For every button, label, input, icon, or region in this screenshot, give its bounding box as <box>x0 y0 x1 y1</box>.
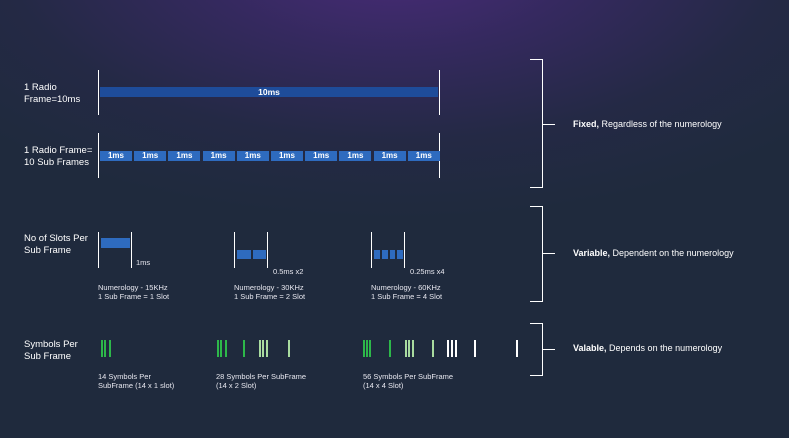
slot-block <box>374 250 380 259</box>
valable-description: Valable, Depends on the numerology <box>573 343 722 354</box>
radio-frame-tick-left <box>98 70 99 115</box>
slot-tick-right <box>267 232 268 268</box>
symbol-mark <box>101 340 103 357</box>
variable-bold: Variable, <box>573 248 611 258</box>
row-label-symbols: Symbols Per Sub Frame <box>24 339 78 362</box>
row-label-slots: No of Slots Per Sub Frame <box>24 233 88 256</box>
sub-frame-box: 1ms <box>168 151 201 161</box>
numerology-label: Numerology - 60KHz <box>371 283 441 292</box>
symbols-count-label: 28 Symbols Per SubFrame <box>216 372 307 381</box>
slot-tick-left <box>234 232 235 268</box>
symbol-mark <box>225 340 227 357</box>
symbol-mark <box>408 340 410 357</box>
row-label-radio-frame: 1 Radio Frame=10ms <box>24 82 81 105</box>
symbol-mark <box>432 340 434 357</box>
sub-frame-box: 1ms <box>134 151 167 161</box>
symbol-mark <box>259 340 261 357</box>
row-label-sub-frames: 1 Radio Frame= 10 Sub Frames <box>24 145 93 168</box>
symbol-mark <box>405 340 407 357</box>
slot-duration-label: 1ms <box>136 258 151 267</box>
slot-block <box>389 250 396 259</box>
radio-frame-tick-right <box>439 70 440 115</box>
sub-frame-box: 1ms <box>202 151 235 161</box>
sub-frame-tick-left <box>98 133 99 178</box>
slot-block <box>381 250 388 259</box>
symbol-mark <box>109 340 111 357</box>
slot-tick-left <box>98 232 99 268</box>
symbols-formula-label: SubFrame (14 x 1 slot) <box>98 381 175 390</box>
variable-description: Variable, Dependent on the numerology <box>573 248 734 259</box>
variable-rest: Dependent on the numerology <box>610 248 734 258</box>
slot-block <box>252 250 266 259</box>
slots-per-subframe-label: 1 Sub Frame = 4 Slot <box>371 292 443 301</box>
symbol-mark <box>455 340 457 357</box>
slot-tick-right <box>131 232 132 268</box>
numerology-label: Numerology - 30KHz <box>234 283 304 292</box>
symbols-count-label: 56 Symbols Per SubFrame <box>363 372 454 381</box>
symbol-mark <box>447 340 449 357</box>
symbol-mark <box>288 340 290 357</box>
fixed-rest: Regardless of the numerology <box>599 119 722 129</box>
slot-tick-right <box>404 232 405 268</box>
sub-frame-box: 1ms <box>271 151 303 161</box>
fixed-description: Fixed, Regardless of the numerology <box>573 119 722 130</box>
slots-per-subframe-label: 1 Sub Frame = 1 Slot <box>98 292 170 301</box>
sub-frame-box: 1ms <box>373 151 406 161</box>
symbols-count-label: 14 Symbols Per <box>98 372 151 381</box>
sub-frame-box: 1ms <box>407 151 440 161</box>
radio-frame-bar: 10ms <box>100 87 438 97</box>
slot-tick-left <box>371 232 372 268</box>
symbol-mark <box>516 340 518 357</box>
numerology-label: Numerology - 15KHz <box>98 283 168 292</box>
symbol-mark <box>220 340 222 357</box>
symbol-mark <box>104 340 106 357</box>
valable-bold: Valable, <box>573 343 607 353</box>
slots-per-subframe-label: 1 Sub Frame = 2 Slot <box>234 292 306 301</box>
slot-duration-label: 0.25ms x4 <box>410 267 445 276</box>
sub-frame-box: 1ms <box>100 151 132 161</box>
fixed-bold: Fixed, <box>573 119 600 129</box>
symbol-mark <box>217 340 219 357</box>
slot-block <box>101 238 130 248</box>
symbol-mark <box>266 340 268 357</box>
symbol-mark <box>451 340 453 357</box>
symbol-mark <box>369 340 371 357</box>
slot-block <box>397 250 403 259</box>
sub-frame-box: 1ms <box>305 151 338 161</box>
symbol-mark <box>412 340 414 357</box>
symbol-mark <box>389 340 391 357</box>
symbols-formula-label: (14 x 2 Slot) <box>216 381 257 390</box>
symbol-mark <box>366 340 368 357</box>
slot-duration-label: 0.5ms x2 <box>273 267 304 276</box>
symbol-mark <box>363 340 365 357</box>
symbols-formula-label: (14 x 4 Slot) <box>363 381 404 390</box>
symbol-mark <box>243 340 245 357</box>
sub-frame-box: 1ms <box>236 151 269 161</box>
slot-block <box>237 250 251 259</box>
symbol-mark <box>474 340 476 357</box>
valable-rest: Depends on the numerology <box>606 343 723 353</box>
radio-frame-bar-label: 10ms <box>258 87 280 97</box>
symbol-mark <box>262 340 264 357</box>
sub-frame-box: 1ms <box>339 151 372 161</box>
